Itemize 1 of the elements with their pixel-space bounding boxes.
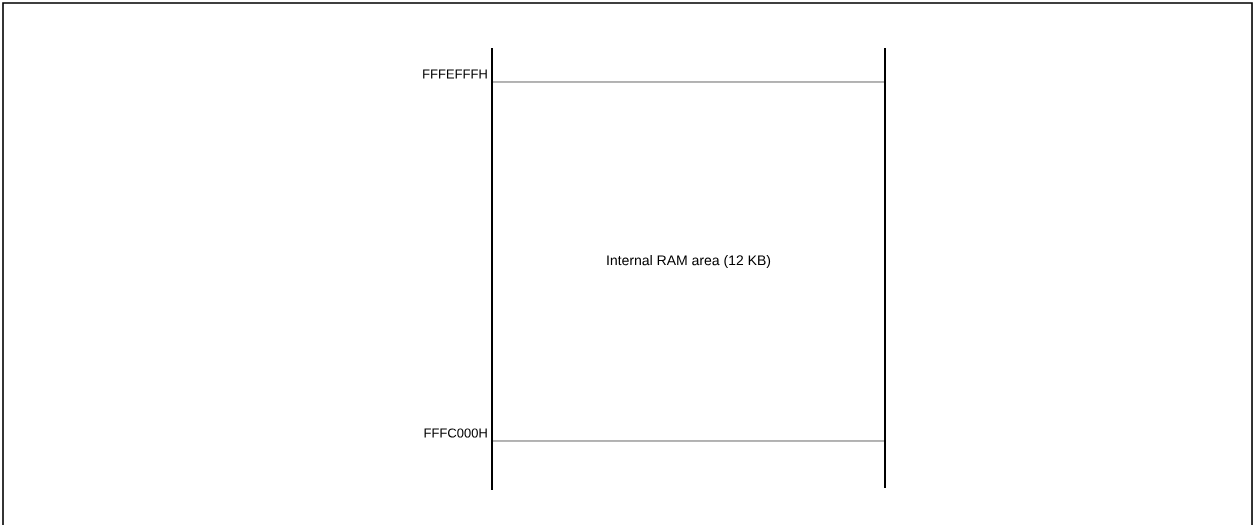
memory-area: Internal RAM area (12 KB) (491, 47, 886, 491)
